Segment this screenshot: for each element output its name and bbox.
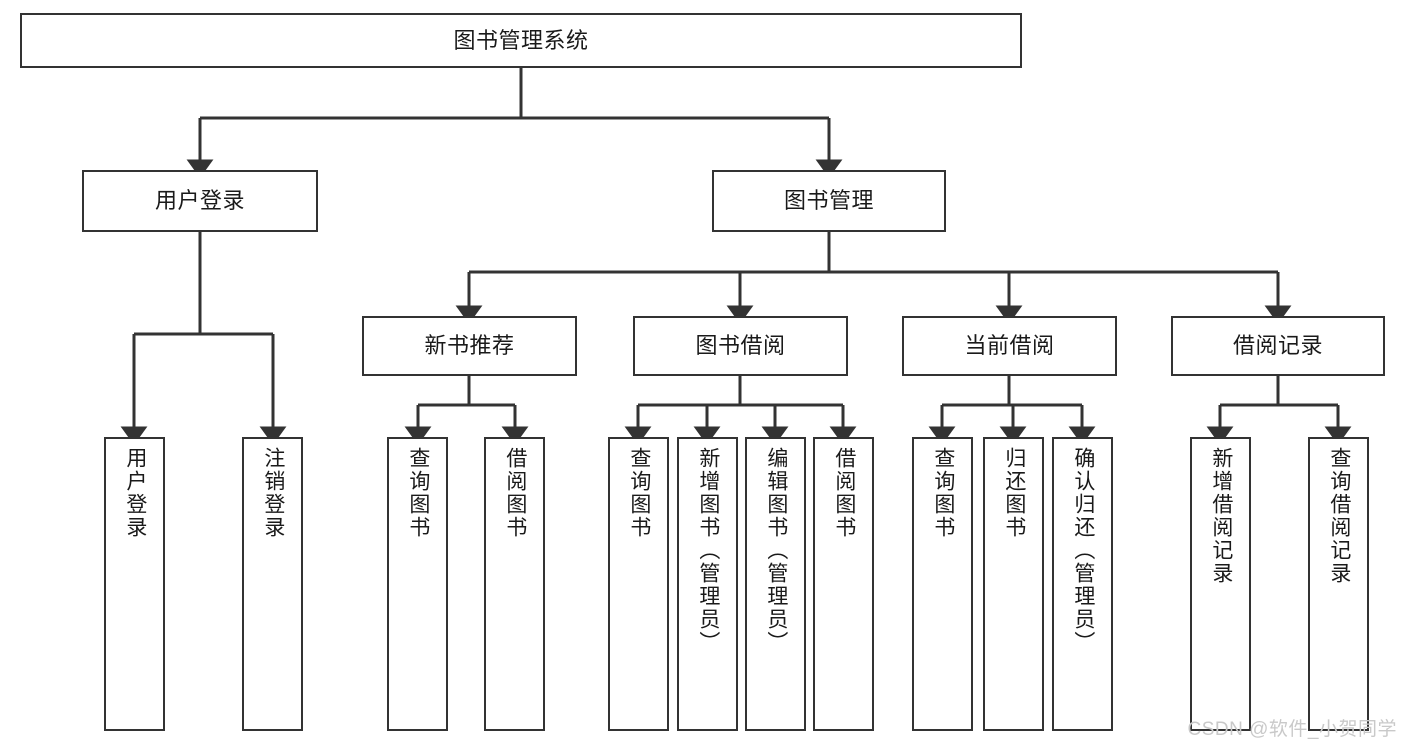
- node-new-book-rec[interactable]: 新书推荐: [362, 316, 577, 376]
- node-book-manage[interactable]: 图书管理: [712, 170, 946, 232]
- node-leaf-confirm-return[interactable]: 确认归还（管理员）: [1052, 437, 1113, 731]
- node-leaf-query-book[interactable]: 查询图书: [608, 437, 669, 731]
- node-user-login[interactable]: 用户登录: [82, 170, 318, 232]
- node-leaf-query-book-cur[interactable]: 查询图书: [912, 437, 973, 731]
- node-label-leaf-query-book-cur: 查询图书: [931, 447, 955, 539]
- node-leaf-user-login[interactable]: 用户登录: [104, 437, 165, 731]
- node-leaf-add-record[interactable]: 新增借阅记录: [1190, 437, 1251, 731]
- node-leaf-add-book[interactable]: 新增图书（管理员）: [677, 437, 738, 731]
- node-label-current-borrow: 当前借阅: [964, 333, 1055, 359]
- node-label-borrow-record: 借阅记录: [1232, 333, 1323, 359]
- node-root[interactable]: 图书管理系统: [20, 13, 1022, 68]
- node-label-new-book-rec: 新书推荐: [424, 333, 515, 359]
- node-leaf-query-book-rec[interactable]: 查询图书: [387, 437, 448, 731]
- node-label-user-login: 用户登录: [154, 188, 245, 214]
- node-label-leaf-add-book: 新增图书（管理员）: [696, 447, 720, 654]
- node-leaf-user-logout[interactable]: 注销登录: [242, 437, 303, 731]
- node-label-leaf-borrow-book: 借阅图书: [832, 447, 856, 539]
- node-book-borrow[interactable]: 图书借阅: [633, 316, 848, 376]
- node-leaf-borrow-book[interactable]: 借阅图书: [813, 437, 874, 731]
- node-label-leaf-return-book: 归还图书: [1002, 447, 1026, 539]
- node-label-leaf-user-login: 用户登录: [123, 447, 147, 539]
- node-current-borrow[interactable]: 当前借阅: [902, 316, 1117, 376]
- node-leaf-borrow-book-rec[interactable]: 借阅图书: [484, 437, 545, 731]
- node-label-leaf-query-book-rec: 查询图书: [406, 447, 430, 539]
- node-label-book-manage: 图书管理: [783, 188, 874, 214]
- node-label-root: 图书管理系统: [453, 27, 589, 53]
- node-label-book-borrow: 图书借阅: [695, 333, 786, 359]
- node-label-leaf-query-record: 查询借阅记录: [1327, 447, 1351, 585]
- node-label-leaf-edit-book: 编辑图书（管理员）: [764, 447, 788, 654]
- node-leaf-edit-book[interactable]: 编辑图书（管理员）: [745, 437, 806, 731]
- node-label-leaf-query-book: 查询图书: [627, 447, 651, 539]
- node-borrow-record[interactable]: 借阅记录: [1171, 316, 1385, 376]
- node-leaf-query-record[interactable]: 查询借阅记录: [1308, 437, 1369, 731]
- node-leaf-return-book[interactable]: 归还图书: [983, 437, 1044, 731]
- node-label-leaf-borrow-book-rec: 借阅图书: [503, 447, 527, 539]
- node-label-leaf-confirm-return: 确认归还（管理员）: [1071, 447, 1095, 654]
- node-label-leaf-add-record: 新增借阅记录: [1209, 447, 1233, 585]
- csdn-watermark: CSDN @软件_小贺同学: [1187, 719, 1397, 740]
- node-label-leaf-user-logout: 注销登录: [261, 447, 285, 539]
